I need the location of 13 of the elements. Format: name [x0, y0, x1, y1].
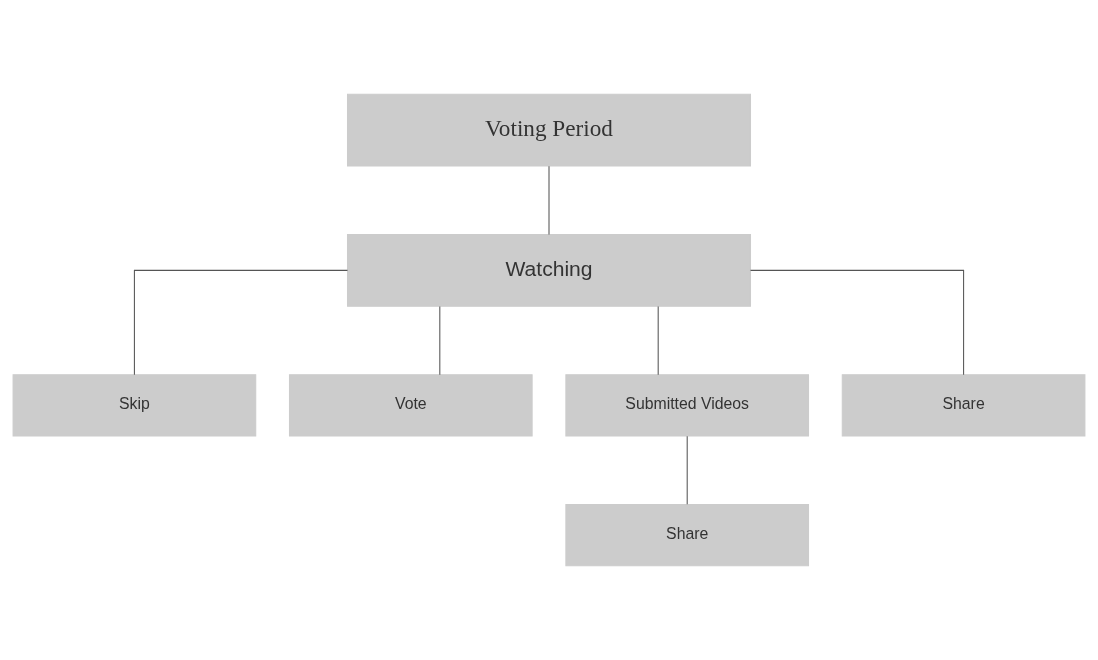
- connector: [439, 306, 441, 376]
- node-box: Submitted Videos: [565, 374, 810, 437]
- node-box: Vote: [288, 374, 533, 437]
- node-box: Share: [841, 374, 1086, 437]
- connector: [548, 165, 550, 235]
- connector: [750, 269, 965, 376]
- node-box: Voting Period: [347, 93, 751, 167]
- node-box: Watching: [347, 234, 751, 307]
- node-box: Skip: [12, 374, 257, 437]
- connector: [657, 306, 659, 376]
- node-box: Share: [565, 504, 810, 567]
- connector: [686, 435, 688, 505]
- connector: [133, 269, 348, 376]
